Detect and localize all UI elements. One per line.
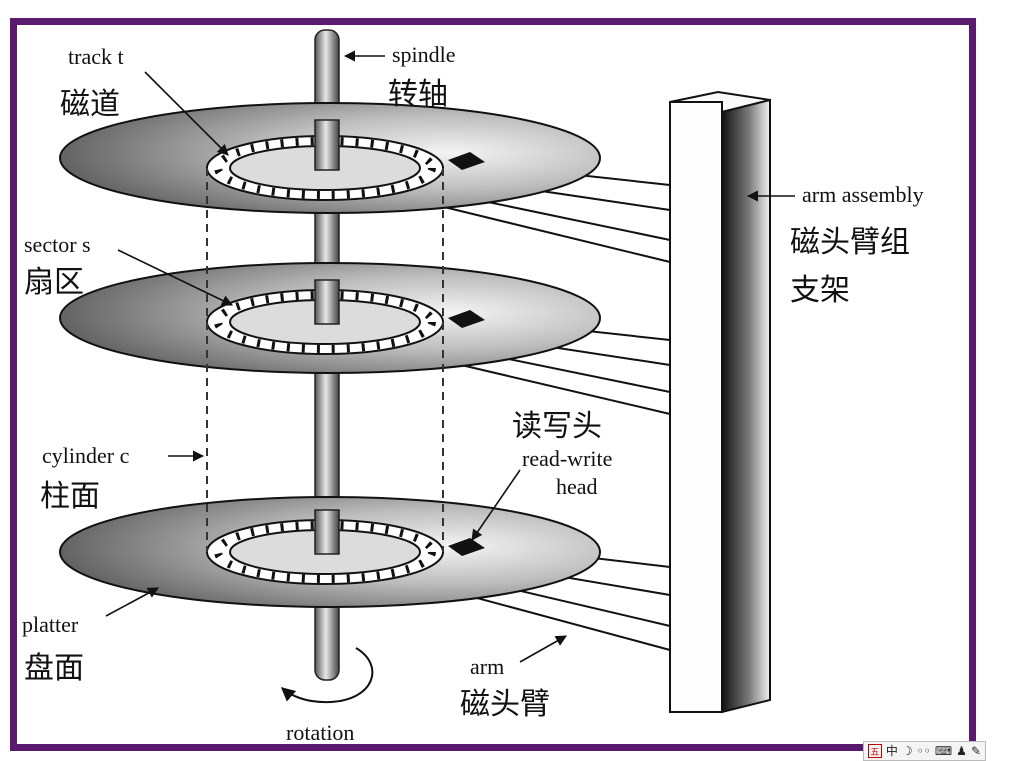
- label-arm-zh: 磁头臂: [460, 687, 550, 722]
- leader-lines: [105, 50, 795, 663]
- label-platter: platter: [22, 612, 79, 637]
- label-spindle: spindle: [392, 42, 456, 67]
- ime-toolbar[interactable]: 五 中 ☽ ◦◦ ⌨ ♟ ✎: [862, 741, 986, 761]
- label-read-write-1: read-write: [522, 446, 612, 471]
- ime-logo-icon[interactable]: 五: [867, 744, 882, 758]
- ime-mode-button[interactable]: 中: [885, 744, 898, 758]
- wrench-icon[interactable]: ✎: [970, 744, 981, 758]
- read-write-heads: [448, 152, 485, 556]
- label-platter-zh: 盘面: [24, 651, 84, 686]
- label-track-zh: 磁道: [60, 87, 120, 122]
- user-icon[interactable]: ♟: [956, 744, 967, 758]
- label-cylinder: cylinder c: [42, 443, 130, 468]
- platter-middle: [59, 262, 601, 374]
- arm-assembly-post: [669, 90, 771, 714]
- label-spindle-zh: 转轴: [388, 77, 448, 112]
- label-sector-zh: 扇区: [24, 265, 84, 300]
- label-arm: arm: [470, 654, 504, 679]
- punctuation-icon[interactable]: ◦◦: [916, 744, 931, 758]
- keyboard-icon[interactable]: ⌨: [934, 744, 953, 758]
- label-read-write-zh: 读写头: [512, 409, 602, 444]
- label-rotation: rotation: [286, 720, 354, 745]
- label-sector: sector s: [24, 232, 91, 257]
- label-arm-assembly: arm assembly: [802, 182, 924, 207]
- label-arm-assembly-zh-2: 支架: [790, 273, 850, 308]
- label-cylinder-zh: 柱面: [40, 479, 100, 514]
- label-arm-assembly-zh-1: 磁头臂组: [790, 225, 910, 260]
- label-track: track t: [68, 44, 124, 69]
- cylinder-dashed-lines: [206, 168, 444, 552]
- platter-top: [59, 102, 601, 214]
- label-read-write-2: head: [556, 474, 598, 499]
- rotation-arrow: [280, 647, 374, 704]
- moon-icon[interactable]: ☽: [901, 744, 913, 758]
- platter-bottom: [59, 496, 601, 608]
